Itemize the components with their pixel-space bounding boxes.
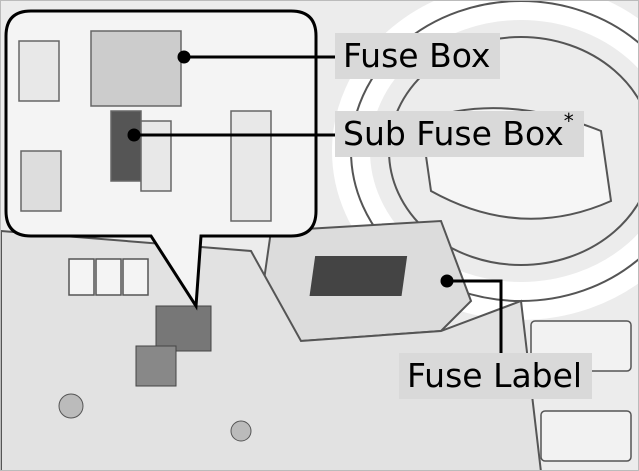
switch-panel — [68, 258, 149, 296]
leader-lines — [127, 50, 503, 363]
fuse-label-patch — [309, 256, 408, 296]
callout-interior — [18, 30, 272, 222]
fuse-label-label: Fuse Label — [399, 353, 593, 399]
fuse-box-text: Fuse Box — [343, 36, 491, 75]
sub-fuse-box-label: Sub Fuse Box* — [335, 111, 584, 157]
fuse-box-label: Fuse Box — [335, 33, 501, 79]
fuse-label-text: Fuse Label — [407, 356, 583, 395]
sub-fuse-box-text: Sub Fuse Box — [343, 114, 564, 153]
footnote-asterisk: * — [563, 109, 574, 133]
